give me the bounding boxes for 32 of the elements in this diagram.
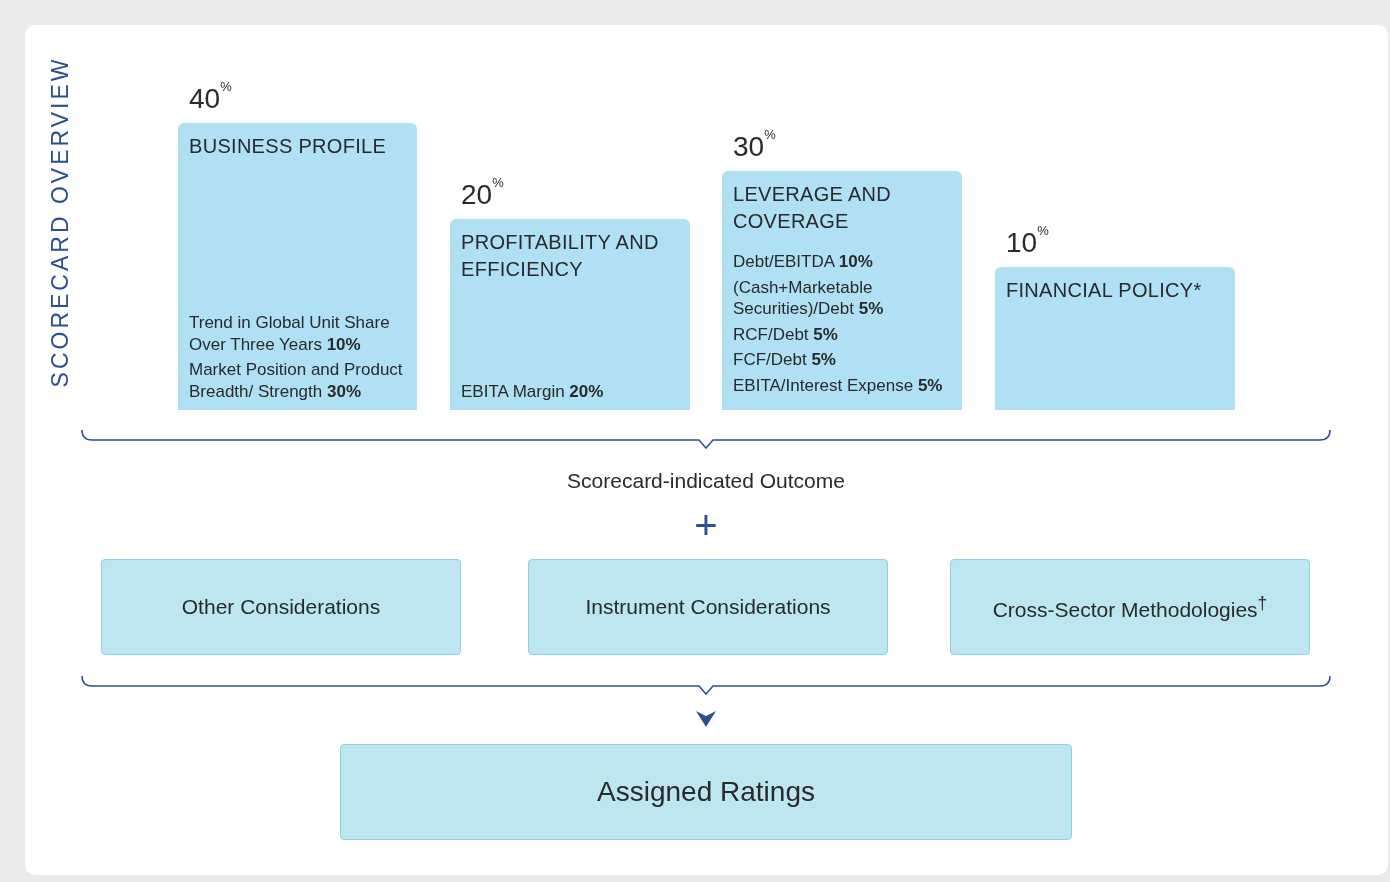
weight-percent: 20$^{%}$ xyxy=(461,179,504,211)
box-label: Instrument Considerations xyxy=(585,595,831,619)
outcome-text: Scorecard-indicated Outcome xyxy=(567,469,845,493)
box-label: Other Considerations xyxy=(181,595,381,619)
weight-percent: 30$^{%}$ xyxy=(733,131,776,163)
consideration-box xyxy=(528,559,888,655)
category-heading: BUSINESS PROFILE xyxy=(189,134,388,159)
arrow xyxy=(696,711,716,727)
box-label: Cross-Sector Methodologies$^{†}$ xyxy=(992,592,1268,622)
side-title: SCORECARD OVERVIEW xyxy=(46,56,74,388)
metric-text: Debt/EBITDA 10% xyxy=(733,251,874,273)
metric-text: EBITA/Interest Expense 5% xyxy=(733,374,944,396)
metric-text: Trend in Global Unit Share Over Three Years 10% xyxy=(189,312,391,355)
plus-sign: + xyxy=(694,505,718,545)
box-label: Assigned Ratings xyxy=(597,776,815,808)
metric-text: RCF/Debt 5% xyxy=(733,323,839,345)
category-heading: PROFITABILITY AND EFFICIENCY xyxy=(461,230,660,282)
category-panel xyxy=(995,267,1235,410)
category-panel xyxy=(450,219,690,410)
result-box xyxy=(340,744,1072,840)
weight-percent: 40$^{%}$ xyxy=(189,83,232,115)
metric-text: EBITA Margin 20% xyxy=(461,380,605,402)
metric-text: FCF/Debt 5% xyxy=(733,349,837,371)
category-heading: LEVERAGE AND COVERAGE xyxy=(733,182,893,234)
category-panel xyxy=(178,123,417,410)
category-heading: FINANCIAL POLICY* xyxy=(1006,278,1203,303)
category-panel xyxy=(722,171,962,410)
consideration-box xyxy=(950,559,1310,655)
weight-percent: 10$^{%}$ xyxy=(1006,227,1049,259)
consideration-box xyxy=(101,559,461,655)
metric-text: Market Position and Product Breadth/ Strength 30% xyxy=(189,359,404,402)
metric-text: (Cash+Marketable Securities)/Debt 5% xyxy=(733,276,885,320)
